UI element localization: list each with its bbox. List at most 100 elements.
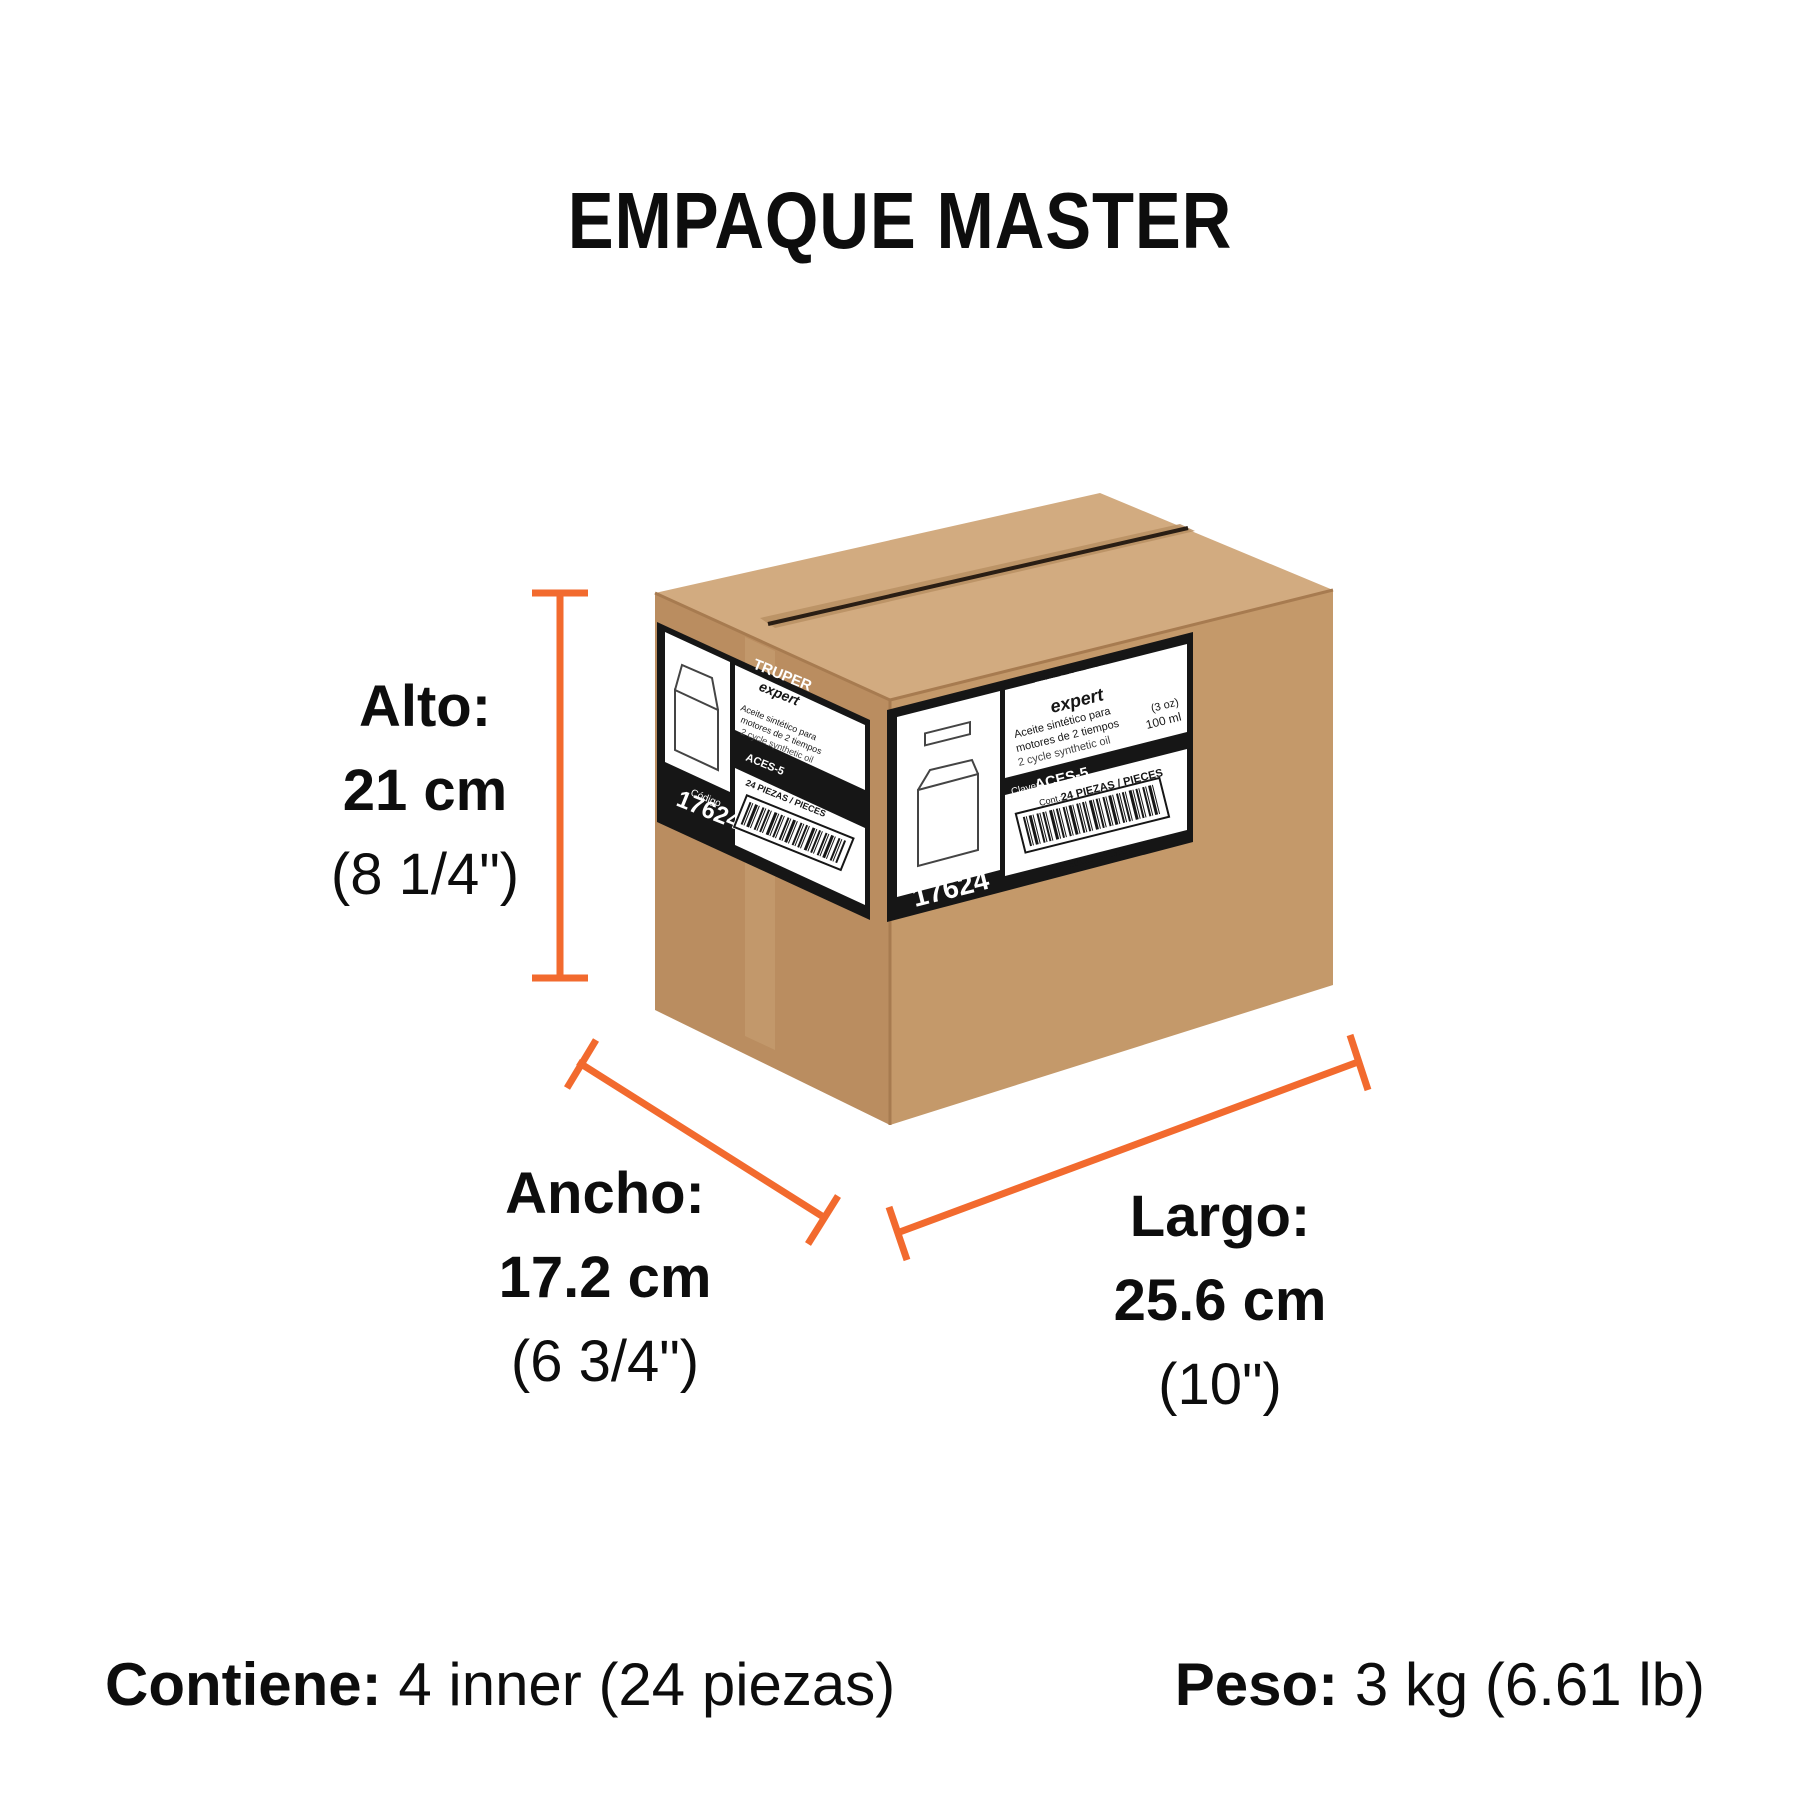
front-label-info-panel (1005, 644, 1187, 778)
barcode-bar (803, 827, 816, 851)
oil-bottle-icon (917, 720, 979, 868)
ancho-dimension: Ancho: 17.2 cm (6 3/4") (470, 1152, 740, 1404)
master-box: Código 17624 TRUPER expert Aceite sintét… (654, 493, 1334, 1125)
barcode-bar (1076, 803, 1086, 833)
barcode-bar (1039, 812, 1048, 843)
barcode-bar (1092, 799, 1101, 829)
barcode-bar (1108, 795, 1119, 825)
front-label: Código 17624 TRUPER expert Aceite sintét… (887, 632, 1193, 922)
barcode-bar (1151, 784, 1161, 815)
box-top-face (655, 493, 1333, 700)
weight-info: Peso: 3 kg (6.61 lb) (1175, 1650, 1705, 1719)
barcode-bar (787, 820, 798, 844)
barcode-bar (797, 824, 809, 848)
barcode-bar (749, 805, 760, 829)
barcode-bar (799, 825, 810, 849)
barcode-bar (1105, 796, 1114, 826)
barcode-bar (769, 813, 780, 837)
weight-value: 3 kg (6.61 lb) (1354, 1651, 1705, 1718)
barcode-bar (1095, 798, 1105, 829)
barcode-bar (774, 815, 785, 839)
barcode-bar (1058, 807, 1067, 838)
largo-imperial: (10") (1158, 1352, 1282, 1417)
length-marker (885, 1033, 1372, 1262)
width-marker (564, 1038, 841, 1246)
barcode-bar (781, 818, 792, 841)
barcode-bar (810, 829, 822, 853)
barcode-bar (1121, 791, 1131, 822)
weight-label: Peso: (1174, 1651, 1339, 1718)
barcode-bar (1098, 798, 1107, 828)
barcode-bar (778, 817, 790, 841)
side-label-info-panel (735, 665, 865, 790)
barcode-bar (1055, 808, 1066, 839)
barcode-bar (832, 838, 843, 862)
barcode-bar (791, 822, 803, 846)
barcode-bar (1049, 809, 1060, 840)
barcode-bar (1138, 788, 1147, 818)
barcode-bar (1115, 793, 1126, 824)
barcode-bar (784, 819, 796, 843)
alto-dimension: Alto: 21 cm (8 1/4") (300, 665, 550, 917)
barcode-bar (1128, 790, 1139, 820)
barcode-bar (819, 833, 830, 857)
oil-bottle-icon (674, 663, 719, 772)
barcode-bar (1032, 814, 1041, 844)
barcode-bar (740, 801, 752, 825)
largo-metric: 25.6 cm (1113, 1268, 1327, 1333)
barcode-bar (1072, 804, 1081, 834)
alto-label: Alto: (358, 674, 492, 739)
barcode-bar (1102, 796, 1112, 827)
height-marker (532, 589, 588, 982)
barcode-bar (1147, 785, 1159, 816)
barcode-bar (1045, 811, 1054, 841)
ancho-label: Ancho: (505, 1161, 705, 1226)
barcode-icon (732, 794, 855, 872)
barcode-bar (825, 836, 836, 859)
largo-label: Largo: (1129, 1184, 1311, 1249)
alto-imperial: (8 1/4") (330, 842, 520, 907)
barcode-bar (1135, 788, 1145, 819)
barcode-bar (1082, 801, 1092, 832)
contents-label: Contiene: (105, 1651, 382, 1718)
largo-dimension: Largo: 25.6 cm (10") (1085, 1175, 1355, 1427)
barcode-bar (1065, 806, 1074, 836)
barcode-bar (1042, 811, 1052, 842)
barcode-bar (794, 823, 805, 847)
page-title: EMPAQUE MASTER (567, 176, 1233, 265)
barcode-bar (1088, 799, 1099, 830)
barcode-bar (1145, 786, 1154, 816)
barcode-bar (1112, 794, 1121, 824)
barcode-bar (772, 814, 784, 838)
barcode-bar (743, 802, 754, 826)
alto-metric: 21 cm (342, 758, 508, 823)
barcode-bar (1142, 786, 1152, 817)
front-label-photo-panel (897, 691, 1000, 897)
barcode-bar (812, 831, 823, 854)
barcode-bar (746, 804, 758, 828)
barcode-bar (1028, 814, 1039, 845)
barcode-icon (1014, 776, 1171, 854)
barcode-bar (1084, 801, 1094, 831)
barcode-bar (759, 809, 771, 833)
barcode-bar (765, 811, 778, 836)
barcode-bar (1068, 805, 1079, 835)
barcode-bar (829, 837, 841, 861)
contents-value: 4 inner (24 piezas) (398, 1651, 896, 1718)
barcode-bar (1022, 816, 1033, 847)
barcode-bar (1132, 789, 1141, 819)
barcode-bar (822, 834, 835, 859)
barcode-bar (1124, 791, 1133, 821)
barcode-bar (1025, 816, 1034, 846)
ancho-imperial: (6 3/4") (510, 1329, 700, 1394)
ancho-metric: 17.2 cm (498, 1245, 712, 1310)
barcode-bar (835, 840, 847, 864)
truper-logo-icon (1022, 688, 1042, 698)
barcode-bar (1118, 792, 1128, 823)
contents-info: Contiene: 4 inner (24 piezas) (105, 1650, 895, 1719)
barcode-bar (1036, 813, 1046, 843)
barcode-bar (756, 808, 767, 831)
barcode-bar (807, 828, 818, 852)
side-label-barcode-panel (735, 768, 865, 905)
